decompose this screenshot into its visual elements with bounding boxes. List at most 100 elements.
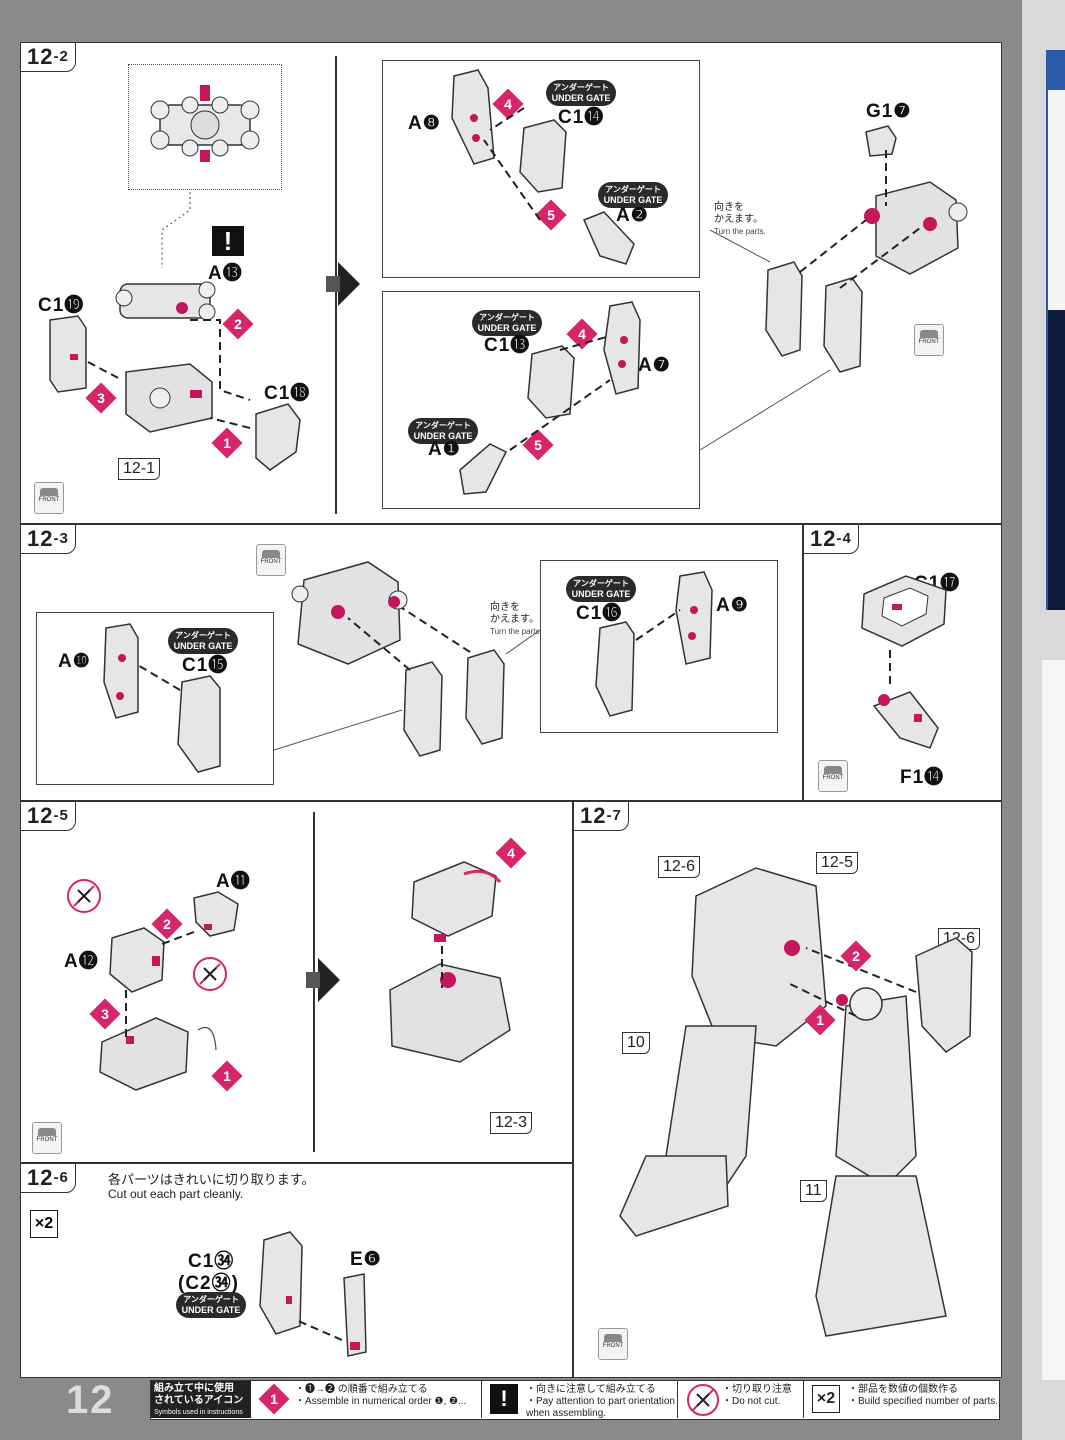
ref-12-1: 12-1 (118, 458, 161, 480)
label-c19: C1⓳ (38, 295, 85, 316)
attention-icon: ! (490, 1384, 518, 1414)
label-f14: F1⓮ (900, 767, 945, 788)
label-a10: A❿ (58, 651, 91, 672)
step-number-3: 3 (85, 382, 117, 414)
part-a2 (582, 211, 635, 265)
label-c13: C1⓭ (484, 335, 531, 356)
part-upper-torso-12-3 (291, 561, 408, 665)
assembly-arrow (135, 663, 181, 691)
label-a8: A❽ (408, 113, 441, 134)
legend-build-count: ×2 ・部品を数値の個数作る・Build specified number of… (803, 1381, 1000, 1418)
part-c13 (527, 345, 575, 419)
label-a2: A❷ (616, 205, 649, 226)
step-12-3-id: 12-3 (20, 524, 76, 554)
label-c2-34: (C2㉞) (178, 1273, 239, 1294)
label-a11: A⓫ (216, 871, 251, 892)
adjacent-page-strip (1022, 0, 1065, 1440)
cut-clean-note: 各パーツはきれいに切り取ります。Cut out each part cleanl… (108, 1172, 315, 1201)
label-e6: E❻ (350, 1249, 382, 1270)
part-f14 (872, 650, 939, 749)
part-hip-top (411, 861, 502, 942)
front-icon: FRONT (598, 1328, 628, 1360)
assembly-arrow (635, 609, 681, 641)
next-arrow (326, 262, 360, 306)
label-g17: G1❼ (866, 101, 912, 122)
label-a1: A❶ (428, 439, 461, 460)
label-a13: A⓭ (208, 263, 243, 284)
front-icon: FRONT (818, 760, 848, 792)
dotted-leader (161, 192, 191, 268)
part-a7 (603, 301, 641, 395)
attention-icon: ! (212, 226, 244, 256)
assembly-arrows-12-2 (87, 319, 251, 429)
part-a1 (459, 443, 508, 495)
legend-attention: ! ・向きに注意して組み立てる・Pay attention to part or… (481, 1381, 678, 1419)
assembly-arrows-lower (509, 335, 611, 451)
assembly-arrows-12-3 (273, 607, 541, 751)
part-c14 (519, 119, 567, 193)
step-number-2: 2 (222, 308, 254, 340)
part-c19 (49, 315, 87, 393)
step-12-4-id: 12-4 (803, 524, 859, 554)
step-12-6-id: 12-6 (20, 1163, 76, 1193)
part-c16 (595, 621, 635, 717)
do-not-cut-icon (687, 1384, 719, 1416)
step-12-2-id: 12-2 (20, 42, 76, 72)
ref-12-6: 12-6 (658, 856, 701, 878)
part-detail-icon (150, 85, 260, 162)
part-c17 (861, 575, 947, 647)
label-a9: A❾ (716, 595, 749, 616)
turn-parts-note: 向きをかえます。Turn the parts. (490, 602, 542, 636)
assembly-arrows-upper (483, 107, 541, 221)
legend-no-cut: ・切り取り注意・Do not cut. (677, 1381, 804, 1418)
detail-inset (128, 64, 282, 190)
build-x2-icon: ×2 (812, 1385, 840, 1413)
turn-parts-note: 向きをかえます。Turn the parts. (714, 202, 766, 236)
subassembly-box-12-3-right (540, 560, 778, 733)
label-c14: C1⓮ (558, 107, 605, 128)
step-number-1: 1 (804, 1004, 836, 1036)
ref-12-5: 12-5 (816, 852, 859, 874)
page-number: 12 (66, 1378, 115, 1422)
part-e6 (343, 1273, 367, 1357)
part-side-left (765, 261, 803, 357)
part-g17 (865, 125, 897, 157)
assembly-arrow (295, 1319, 343, 1341)
label-c1-34: C1㉞ (188, 1251, 235, 1272)
front-icon: FRONT (32, 1122, 62, 1154)
part-a13 (115, 281, 216, 321)
part-c15 (177, 675, 221, 773)
legend-number-icon: 1 (258, 1383, 290, 1415)
label-c16: C1⓰ (576, 603, 623, 624)
do-not-cut-icon (67, 879, 101, 913)
step-number-1: 1 (211, 427, 243, 459)
step-number-4: 4 (495, 837, 527, 869)
build-x2-icon: ×2 (30, 1210, 58, 1238)
assembly-arrow (441, 946, 443, 988)
part-c18 (255, 403, 301, 471)
step-12-4-panel (803, 524, 1002, 801)
label-c15: C1⓯ (182, 655, 229, 676)
ref-10: 10 (622, 1032, 650, 1054)
part-side-left-12-3 (403, 661, 443, 757)
part-hip-assembly (389, 963, 511, 1063)
legs-assembly (619, 867, 973, 1337)
part-a10 (103, 623, 139, 719)
do-not-cut-icon (193, 957, 227, 991)
step-12-7-id: 12-7 (573, 801, 629, 831)
step-12-5-id: 12-5 (20, 801, 76, 831)
part-c1-34 (259, 1231, 303, 1335)
part-a9 (675, 571, 713, 665)
front-icon: FRONT (914, 324, 944, 356)
next-arrow (306, 958, 340, 1002)
part-12-1-body (125, 363, 213, 433)
step-number-1: 1 (211, 1060, 243, 1092)
assembly-arrows-12-2-right (699, 150, 921, 451)
